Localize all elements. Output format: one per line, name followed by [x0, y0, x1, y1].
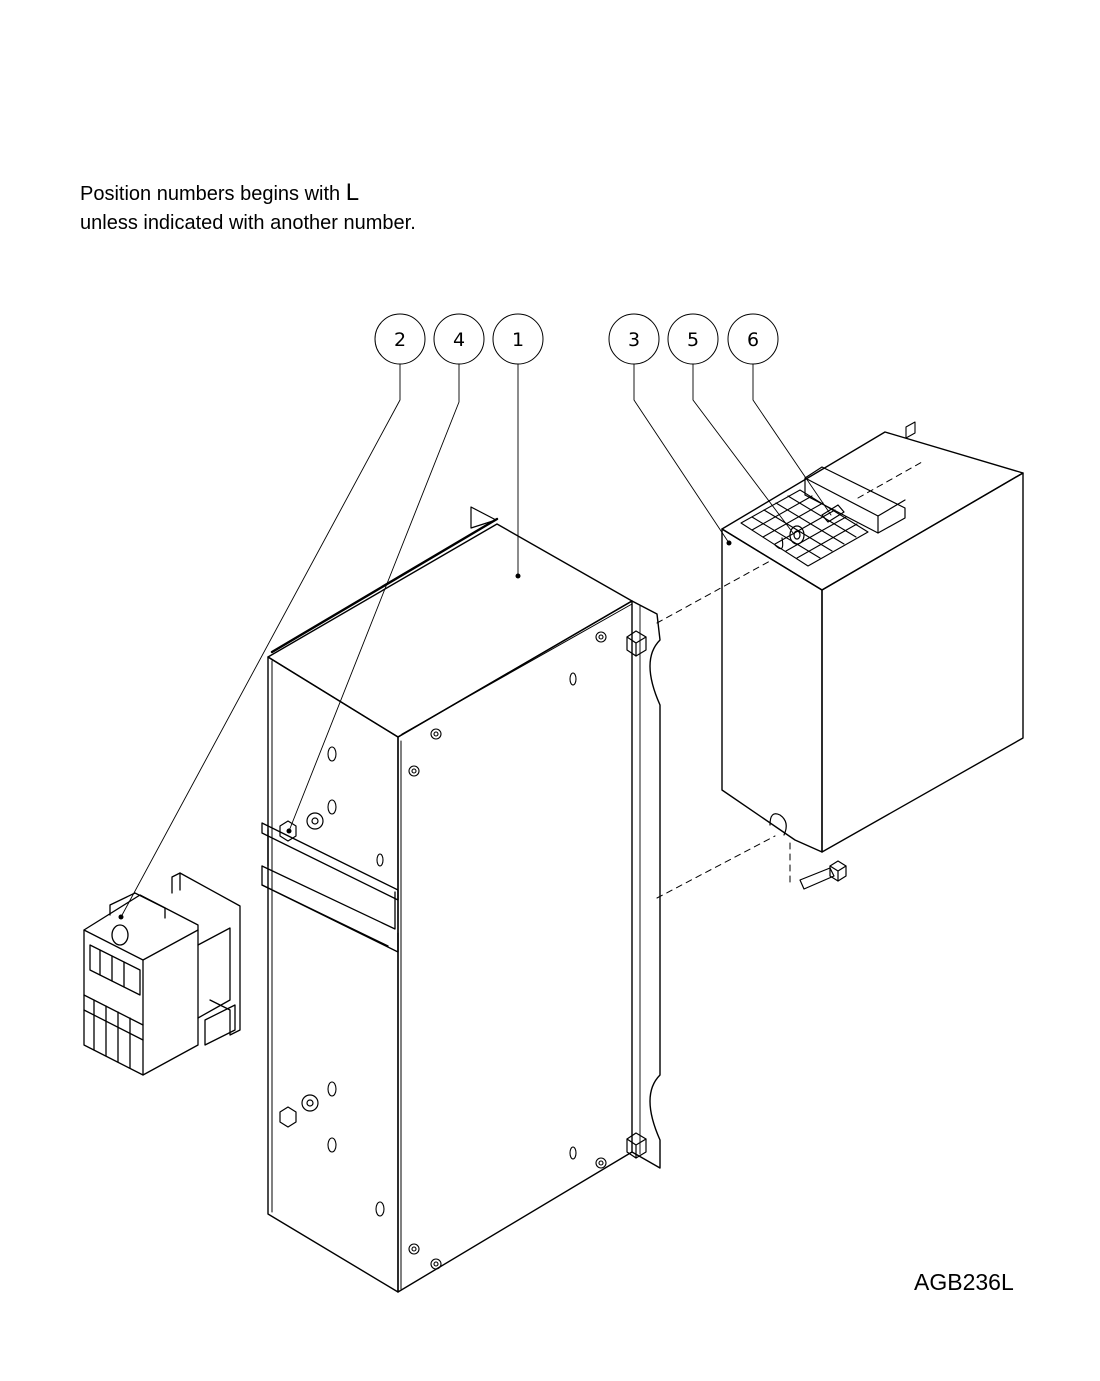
- balloon-4: 4: [433, 313, 485, 365]
- balloon-2: 2: [374, 313, 426, 365]
- balloon-4-label: 4: [453, 329, 465, 351]
- position-note-line-2: unless indicated with another number.: [80, 212, 416, 234]
- control-unit: [721, 421, 1024, 853]
- mounting-bolt: [799, 860, 847, 890]
- drawing-id: AGB236L: [914, 1269, 1014, 1295]
- balloon-group: 2 4 1 3 5 6: [374, 313, 779, 365]
- contactor: [83, 872, 241, 1076]
- balloon-5: 5: [667, 313, 719, 365]
- leader-lines: [118, 363, 832, 920]
- balloon-3: 3: [608, 313, 660, 365]
- nut-washer-bottom: [279, 1094, 319, 1128]
- terminal-strip: [804, 466, 906, 534]
- nut-washer-top: [279, 812, 324, 842]
- balloon-1-label: 1: [512, 329, 524, 351]
- enclosure-box: [261, 506, 661, 1293]
- position-note-line-1: Position numbers begins with L: [80, 178, 416, 209]
- balloon-5-label: 5: [687, 329, 699, 351]
- balloon-1: 1: [492, 313, 544, 365]
- position-note-letter: L: [345, 179, 360, 206]
- balloon-2-label: 2: [394, 329, 406, 351]
- position-note-prefix: Position numbers begins with: [80, 183, 341, 205]
- din-rail: [261, 822, 399, 953]
- balloon-6: 6: [727, 313, 779, 365]
- balloon-6-label: 6: [747, 329, 759, 351]
- alignment-lines: [656, 461, 923, 899]
- position-note: Position numbers begins with L unless in…: [80, 178, 416, 238]
- balloon-3-label: 3: [628, 329, 640, 351]
